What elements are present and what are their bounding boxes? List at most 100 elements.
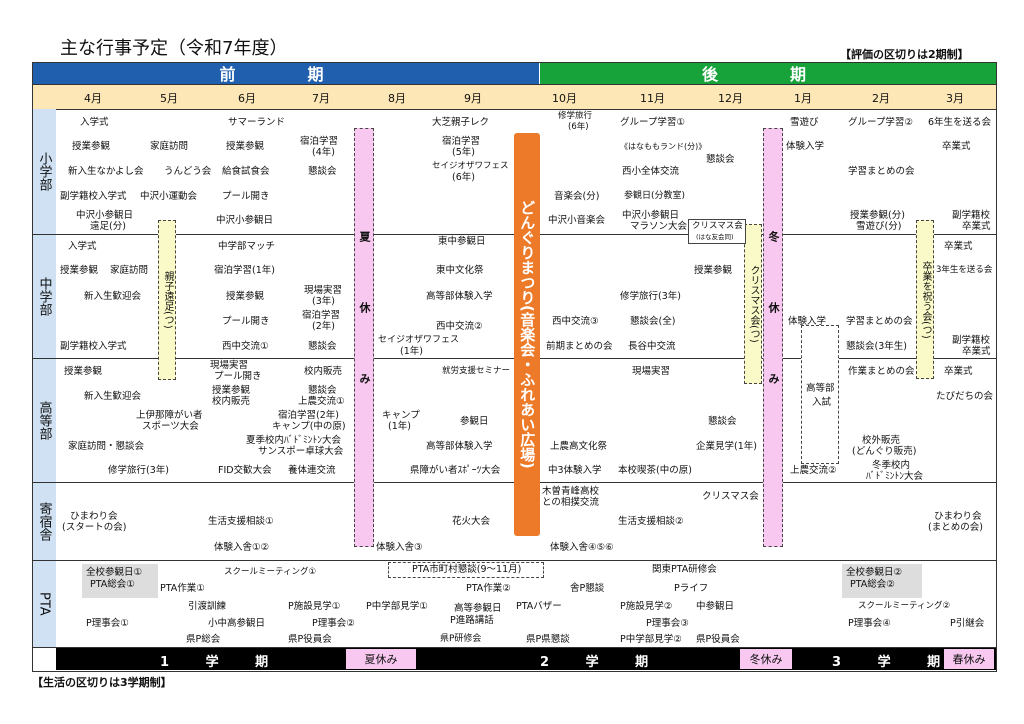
event: 引渡訓練 bbox=[188, 601, 227, 612]
month-2: 2月 bbox=[872, 92, 890, 105]
event: 現場実習 bbox=[304, 285, 343, 296]
event: PTA総会① bbox=[90, 579, 135, 590]
event: 新入生なかよし会 bbox=[68, 166, 144, 177]
event: 本校喫茶(中の原) bbox=[618, 465, 692, 476]
event: 懇談会 bbox=[308, 385, 337, 396]
section-kishuku-label: 寄宿舎 bbox=[36, 502, 52, 541]
event: との相撲交流 bbox=[542, 497, 599, 508]
month-9: 9月 bbox=[464, 92, 482, 105]
event: 就労支援セミナー bbox=[442, 366, 511, 376]
event: 校外販売 bbox=[862, 435, 901, 446]
event: 県P役員会 bbox=[288, 634, 332, 645]
month-4: 4月 bbox=[84, 92, 102, 105]
event: (スタートの会) bbox=[62, 522, 127, 533]
event: 中沢小参観日 bbox=[622, 210, 680, 221]
event: 小中高参観日 bbox=[208, 618, 266, 629]
event: P施設見学① bbox=[288, 601, 341, 612]
grey-box bbox=[842, 564, 922, 598]
event: 校内販売 bbox=[304, 366, 343, 377]
event: 学習まとめの会 bbox=[846, 316, 913, 327]
event: 雪遊び bbox=[790, 117, 819, 128]
section-pta-label: PTA bbox=[36, 592, 52, 616]
event: 体験入舎④⑤⑥ bbox=[550, 542, 614, 553]
event: 西中交流③ bbox=[552, 316, 599, 327]
event: 卒業式 bbox=[962, 346, 991, 357]
event: 卒業式 bbox=[942, 141, 971, 152]
oyako-bar: 親子遠足(つ) bbox=[158, 220, 176, 380]
event: 体験入学 bbox=[786, 141, 825, 152]
event: 校内販売 bbox=[212, 396, 251, 407]
section-sho-label: 小学部 bbox=[36, 152, 52, 191]
event: セイジオザワフェス bbox=[378, 335, 460, 345]
oyako-bar-label: 親子遠足(つ) bbox=[162, 271, 173, 329]
event: PTAバザー bbox=[516, 601, 562, 612]
christmas-bar: クリスマス会(つ) bbox=[744, 224, 762, 384]
event: キャンプ(中の原) bbox=[272, 421, 346, 432]
month-10: 10月 bbox=[552, 92, 577, 105]
event: 県P県懇談 bbox=[526, 634, 570, 645]
event: 舎P懇談 bbox=[570, 583, 605, 594]
event: 企業見学(1年) bbox=[696, 441, 757, 452]
event: (6年) bbox=[452, 172, 475, 183]
event: 大芝親子レク bbox=[432, 117, 490, 128]
event: グループ学習① bbox=[620, 117, 685, 128]
event: 高等参観日 bbox=[454, 603, 502, 614]
event: 夏季校内ﾊﾞﾄﾞﾐﾝﾄﾝ大会 bbox=[246, 435, 342, 446]
event: 懇談会(3年生) bbox=[846, 341, 907, 352]
event: 入学式 bbox=[80, 117, 109, 128]
event: 宿泊学習(1年) bbox=[214, 265, 275, 276]
event: 授業参観 bbox=[212, 385, 251, 396]
event: 東中文化祭 bbox=[436, 265, 484, 276]
event: P中学部見学① bbox=[366, 601, 428, 612]
term-1: 1 学 期 bbox=[160, 655, 285, 670]
term-haru: 春休み bbox=[944, 649, 994, 669]
event: 副学籍校 bbox=[952, 210, 991, 221]
event: 3年生を送る会 bbox=[936, 265, 993, 275]
event: P中学部見学② bbox=[620, 634, 682, 645]
event: 授業参観 bbox=[226, 141, 265, 152]
event: 授業参観 bbox=[694, 265, 733, 276]
event: 上農交流② bbox=[790, 465, 837, 476]
section-kishuku: 寄宿舎 bbox=[32, 483, 56, 560]
event: 《はなももランド(分)》 bbox=[620, 142, 707, 151]
event: (どんぐり販売) bbox=[852, 446, 917, 457]
event: 中3体験入学 bbox=[548, 465, 602, 476]
fuyu-bar: 冬休み bbox=[763, 128, 783, 547]
event: 花火大会 bbox=[452, 516, 491, 527]
christmas-box bbox=[688, 219, 746, 244]
event: (4年) bbox=[312, 147, 335, 158]
event: 家庭訪問 bbox=[150, 141, 189, 152]
event: クリスマス会 bbox=[692, 221, 743, 231]
event: (3年) bbox=[312, 296, 335, 307]
fuyu-bar-label: 冬休み bbox=[767, 231, 780, 444]
event: 生活支援相談① bbox=[208, 516, 274, 527]
event: 修学旅行(3年) bbox=[620, 291, 681, 302]
event: (6年) bbox=[568, 122, 589, 132]
event: 音楽会(分) bbox=[554, 191, 600, 202]
event: P理事会③ bbox=[646, 618, 689, 629]
event: 副学籍校入学式 bbox=[60, 191, 127, 202]
month-header: 4月 5月 6月 7月 8月 9月 10月 11月 12月 1月 2月 3月 bbox=[32, 84, 996, 110]
month-12: 12月 bbox=[718, 92, 743, 105]
note-bottom: 【生活の区切りは3学期制】 bbox=[32, 676, 172, 689]
event: 授業参観 bbox=[72, 141, 111, 152]
event: 全校参観日① bbox=[86, 567, 143, 578]
event: PTA作業① bbox=[160, 583, 205, 594]
event: 宿泊学習 bbox=[302, 310, 341, 321]
event: 副学籍校入学式 bbox=[60, 341, 127, 352]
section-chu-label: 中学部 bbox=[36, 277, 52, 316]
term-2: 2 学 期 bbox=[540, 655, 665, 670]
event: 中沢小参観日 bbox=[76, 210, 134, 221]
event: 授業参観 bbox=[226, 291, 265, 302]
event: プール開き bbox=[222, 191, 270, 202]
event: (1年) bbox=[388, 421, 411, 432]
donguri-label: どんぐりまつり(音楽会・ふれあい広場) bbox=[518, 200, 537, 469]
event: たびだちの会 bbox=[936, 391, 994, 402]
event: PTA総会② bbox=[850, 579, 895, 590]
event: 県P総会 bbox=[186, 634, 221, 645]
event: 西中交流① bbox=[222, 341, 269, 352]
event: 副学籍校 bbox=[952, 335, 991, 346]
event: 現場実習 bbox=[632, 366, 671, 377]
event: 中沢小参観日 bbox=[216, 215, 274, 226]
event: 家庭訪問・懇談会 bbox=[68, 441, 145, 452]
